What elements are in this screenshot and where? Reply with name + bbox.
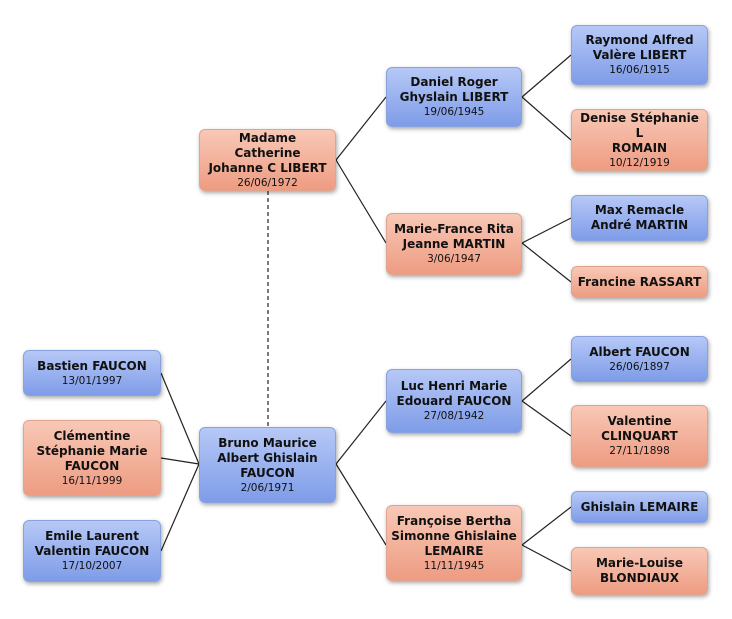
person-card-catherine[interactable]: Madame Catherine Johanne C LIBERT 26/06/…: [199, 129, 336, 191]
person-name: Raymond Alfred: [585, 33, 694, 47]
person-card-luc[interactable]: Luc Henri Marie Edouard FAUCON 27/08/194…: [386, 369, 522, 433]
person-card-bruno[interactable]: Bruno Maurice Albert Ghislain FAUCON 2/0…: [199, 427, 336, 503]
person-name: Albert FAUCON: [589, 344, 690, 359]
person-date: 26/06/1972: [237, 176, 298, 189]
connector-line: [160, 463, 200, 552]
person-name: André MARTIN: [590, 218, 689, 232]
person-card-albert[interactable]: Albert FAUCON 26/06/1897: [571, 336, 708, 382]
person-name: Luc Henri Marie: [400, 379, 508, 393]
person-name: Jeanne MARTIN: [402, 237, 506, 251]
person-name: Stéphanie Marie: [36, 443, 148, 458]
connector-line: [521, 96, 572, 141]
person-name: Valentin FAUCON: [34, 544, 150, 558]
person-date: 27/11/1898: [609, 445, 670, 457]
connector-line: [521, 54, 572, 98]
person-date: 3/06/1947: [427, 253, 481, 265]
person-name: Ghislain LEMAIRE: [580, 499, 699, 514]
person-name: Marie-Louise: [595, 556, 684, 570]
person-card-ghislain[interactable]: Ghislain LEMAIRE: [571, 491, 708, 523]
person-card-max[interactable]: Max Remacle André MARTIN: [571, 195, 708, 241]
person-name: Albert Ghislain: [217, 450, 318, 465]
person-name: Madame Catherine: [234, 130, 301, 160]
person-card-daniel[interactable]: Daniel Roger Ghyslain LIBERT 19/06/1945: [386, 67, 522, 127]
person-card-denise[interactable]: Denise Stéphanie L ROMAIN 10/12/1919: [571, 109, 708, 171]
person-date: 26/06/1897: [609, 360, 670, 373]
person-card-marielouise[interactable]: Marie-Louise BLONDIAUX: [571, 547, 708, 595]
connector-line: [521, 544, 572, 572]
person-name: Françoise Bertha: [396, 513, 512, 528]
person-name: Simonne Ghislaine: [391, 528, 517, 543]
person-name: Bruno Maurice: [218, 435, 317, 450]
person-card-raymond[interactable]: Raymond Alfred Valère LIBERT 16/06/1915: [571, 25, 708, 85]
person-name: ROMAIN: [611, 140, 668, 155]
person-name: Emile Laurent: [45, 529, 139, 543]
person-card-valentine[interactable]: Valentine CLINQUART 27/11/1898: [571, 405, 708, 467]
person-date: 16/06/1915: [609, 64, 670, 76]
person-name: Bastien FAUCON: [37, 358, 147, 373]
connector-line: [335, 159, 387, 244]
person-date: 27/08/1942: [423, 410, 485, 422]
person-card-emile[interactable]: Emile Laurent Valentin FAUCON 17/10/2007: [23, 520, 161, 582]
person-name: Ghyslain LIBERT: [399, 90, 509, 104]
connector-line: [521, 217, 572, 244]
connector-line: [521, 358, 572, 402]
person-date: 2/06/1971: [240, 481, 295, 494]
person-date: 11/11/1945: [423, 559, 485, 572]
person-date: 19/06/1945: [423, 106, 485, 118]
person-name: Francine RASSART: [577, 274, 702, 289]
connector-line: [521, 506, 572, 546]
person-date: 13/01/1997: [61, 374, 123, 387]
person-name: Max Remacle: [594, 203, 685, 217]
person-name: Edouard FAUCON: [396, 394, 512, 408]
connector-line: [160, 372, 200, 465]
person-date: 17/10/2007: [61, 560, 123, 572]
connector-line: [160, 457, 200, 465]
person-name: FAUCON: [64, 458, 120, 473]
connector-line: [335, 463, 387, 546]
person-card-francine[interactable]: Francine RASSART: [571, 266, 708, 298]
connector-line: [521, 242, 572, 283]
person-name: BLONDIAUX: [600, 571, 679, 585]
person-date: 16/11/1999: [61, 474, 123, 487]
person-name: Clémentine: [53, 428, 131, 443]
person-date: 10/12/1919: [609, 156, 670, 169]
person-card-bastien[interactable]: Bastien FAUCON 13/01/1997: [23, 350, 161, 396]
person-name: Marie-France Rita: [394, 222, 514, 236]
person-name: Johanne C LIBERT: [208, 160, 327, 175]
connector-line: [335, 400, 387, 465]
person-name: CLINQUART: [601, 429, 678, 443]
person-card-clementine[interactable]: Clémentine Stéphanie Marie FAUCON 16/11/…: [23, 420, 161, 496]
person-name: Valère LIBERT: [592, 48, 687, 62]
connector-line: [521, 400, 572, 437]
person-name: Valentine: [607, 414, 672, 428]
person-name: LEMAIRE: [424, 543, 484, 558]
person-name: Denise Stéphanie L: [580, 110, 699, 140]
person-name: Daniel Roger: [410, 75, 498, 89]
connector-line: [335, 96, 387, 161]
person-card-francoise[interactable]: Françoise Bertha Simonne Ghislaine LEMAI…: [386, 505, 522, 581]
person-card-mariefrance[interactable]: Marie-France Rita Jeanne MARTIN 3/06/194…: [386, 213, 522, 275]
person-name: FAUCON: [240, 465, 295, 480]
